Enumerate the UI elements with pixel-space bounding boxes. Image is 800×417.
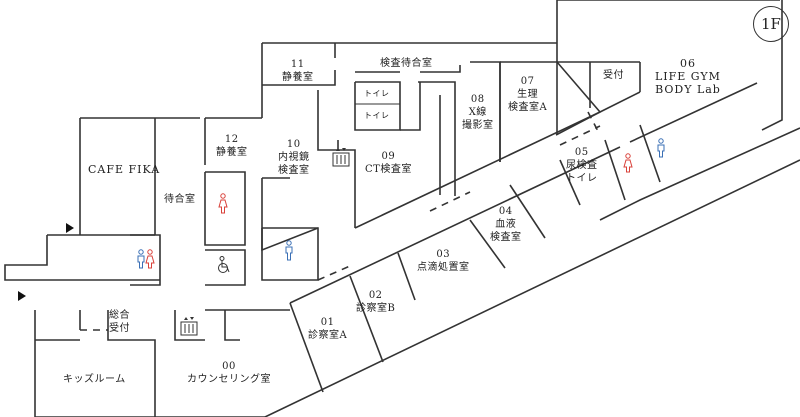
room-12-name: 静養室 bbox=[216, 147, 248, 158]
room-04-name2: 検査室 bbox=[490, 232, 522, 243]
kids-room: キッズルーム bbox=[63, 374, 126, 385]
room-06-name2: BODY Lab bbox=[655, 83, 721, 96]
room-11: 11 静養室 bbox=[282, 58, 314, 84]
room-10-name1: 内視鏡 bbox=[278, 152, 310, 163]
room-04-name1: 血液 bbox=[495, 219, 517, 230]
room-02-name: 診察室B bbox=[356, 303, 396, 314]
room-09: 09 CT検査室 bbox=[365, 150, 412, 176]
room-06-number: 06 bbox=[679, 57, 696, 70]
general-reception-name2: 受付 bbox=[109, 323, 130, 334]
room-12-number: 12 bbox=[224, 134, 239, 145]
room-09-name: CT検査室 bbox=[365, 164, 412, 175]
floor-badge: 1F bbox=[753, 6, 789, 42]
toilet-female-icon bbox=[218, 193, 228, 214]
exam-waiting-room: 検査待合室 bbox=[380, 58, 433, 69]
room-09-number: 09 bbox=[381, 151, 396, 162]
toilet-male-icon bbox=[657, 138, 665, 158]
room-07: 07 生理 検査室A bbox=[508, 75, 547, 114]
room-10-name2: 検査室 bbox=[278, 165, 310, 176]
room-11-number: 11 bbox=[290, 59, 305, 70]
entrance-arrow-icon bbox=[66, 223, 74, 233]
elevator-icon bbox=[180, 317, 198, 336]
room-02: 02 診察室B bbox=[356, 289, 395, 315]
room-10-number: 10 bbox=[286, 139, 301, 150]
room-05-name2: トイレ bbox=[566, 173, 598, 184]
room-03: 03 点滴処置室 bbox=[417, 248, 470, 274]
room-01-name: 診察室A bbox=[308, 330, 348, 341]
toilet-2: トイレ bbox=[364, 111, 390, 120]
room-08-name2: 撮影室 bbox=[462, 120, 494, 131]
room-00-name: カウンセリング室 bbox=[187, 374, 271, 385]
room-07-number: 07 bbox=[520, 76, 535, 87]
room-11-name: 静養室 bbox=[282, 72, 314, 83]
room-07-name2: 検査室A bbox=[508, 102, 548, 113]
room-05: 05 尿検査 トイレ bbox=[566, 146, 598, 185]
room-01: 01 診察室A bbox=[308, 316, 347, 342]
room-06: 06 LIFE GYM BODY Lab bbox=[655, 57, 721, 96]
room-04: 04 血液 検査室 bbox=[490, 205, 522, 244]
room-10: 10 内視鏡 検査室 bbox=[278, 138, 310, 177]
room-08: 08 X線 撮影室 bbox=[462, 93, 494, 132]
room-04-number: 04 bbox=[498, 206, 513, 217]
toilet-1: トイレ bbox=[364, 89, 390, 98]
room-00-number: 00 bbox=[222, 361, 236, 372]
room-12: 12 静養室 bbox=[216, 133, 248, 159]
elevator-icon bbox=[332, 148, 350, 167]
waiting-room: 待合室 bbox=[164, 194, 196, 205]
room-00: 00 カウンセリング室 bbox=[187, 360, 271, 386]
toilet-female-icon bbox=[623, 153, 633, 173]
general-reception: 総合 受付 bbox=[109, 309, 130, 335]
toilet-male-icon bbox=[285, 240, 293, 261]
room-02-number: 02 bbox=[368, 290, 383, 301]
room-08-number: 08 bbox=[470, 94, 485, 105]
general-reception-name1: 総合 bbox=[109, 310, 130, 321]
room-08-name1: X線 bbox=[468, 107, 487, 118]
room-07-name1: 生理 bbox=[517, 89, 539, 100]
toilet-male-icon bbox=[137, 249, 145, 269]
toilet-female-icon bbox=[145, 249, 155, 269]
room-03-name: 点滴処置室 bbox=[417, 262, 470, 273]
room-06-name1: LIFE GYM bbox=[655, 70, 721, 83]
gym-reception: 受付 bbox=[603, 70, 624, 81]
room-01-number: 01 bbox=[320, 317, 335, 328]
cafe-fika: CAFE FIKA bbox=[88, 163, 161, 176]
room-03-number: 03 bbox=[436, 249, 451, 260]
room-05-name1: 尿検査 bbox=[566, 160, 598, 171]
room-05-number: 05 bbox=[574, 147, 589, 158]
entrance-arrow-icon bbox=[18, 291, 26, 301]
wheelchair-icon bbox=[218, 256, 230, 273]
